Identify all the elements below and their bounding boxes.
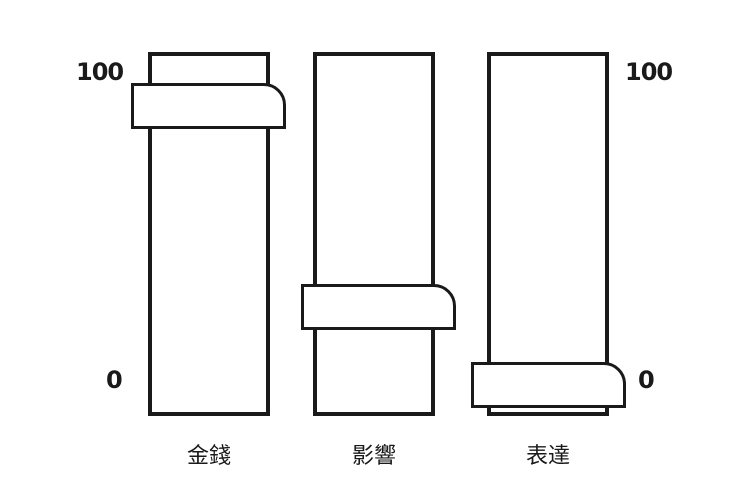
slider-money[interactable] — [131, 83, 286, 130]
column-label-money: 金錢 — [186, 444, 231, 469]
scale-left-max: 100 — [76, 58, 124, 86]
column-track-influence — [313, 52, 435, 416]
scale-left-min: 0 — [106, 366, 123, 394]
slider-influence[interactable] — [301, 283, 456, 330]
column-label-expression: 表達 — [525, 444, 570, 469]
column-label-influence: 影響 — [351, 444, 396, 469]
scale-right-min: 0 — [638, 366, 655, 394]
scale-right-max: 100 — [625, 58, 673, 86]
slider-expression[interactable] — [471, 362, 626, 408]
column-track-expression — [487, 52, 609, 416]
